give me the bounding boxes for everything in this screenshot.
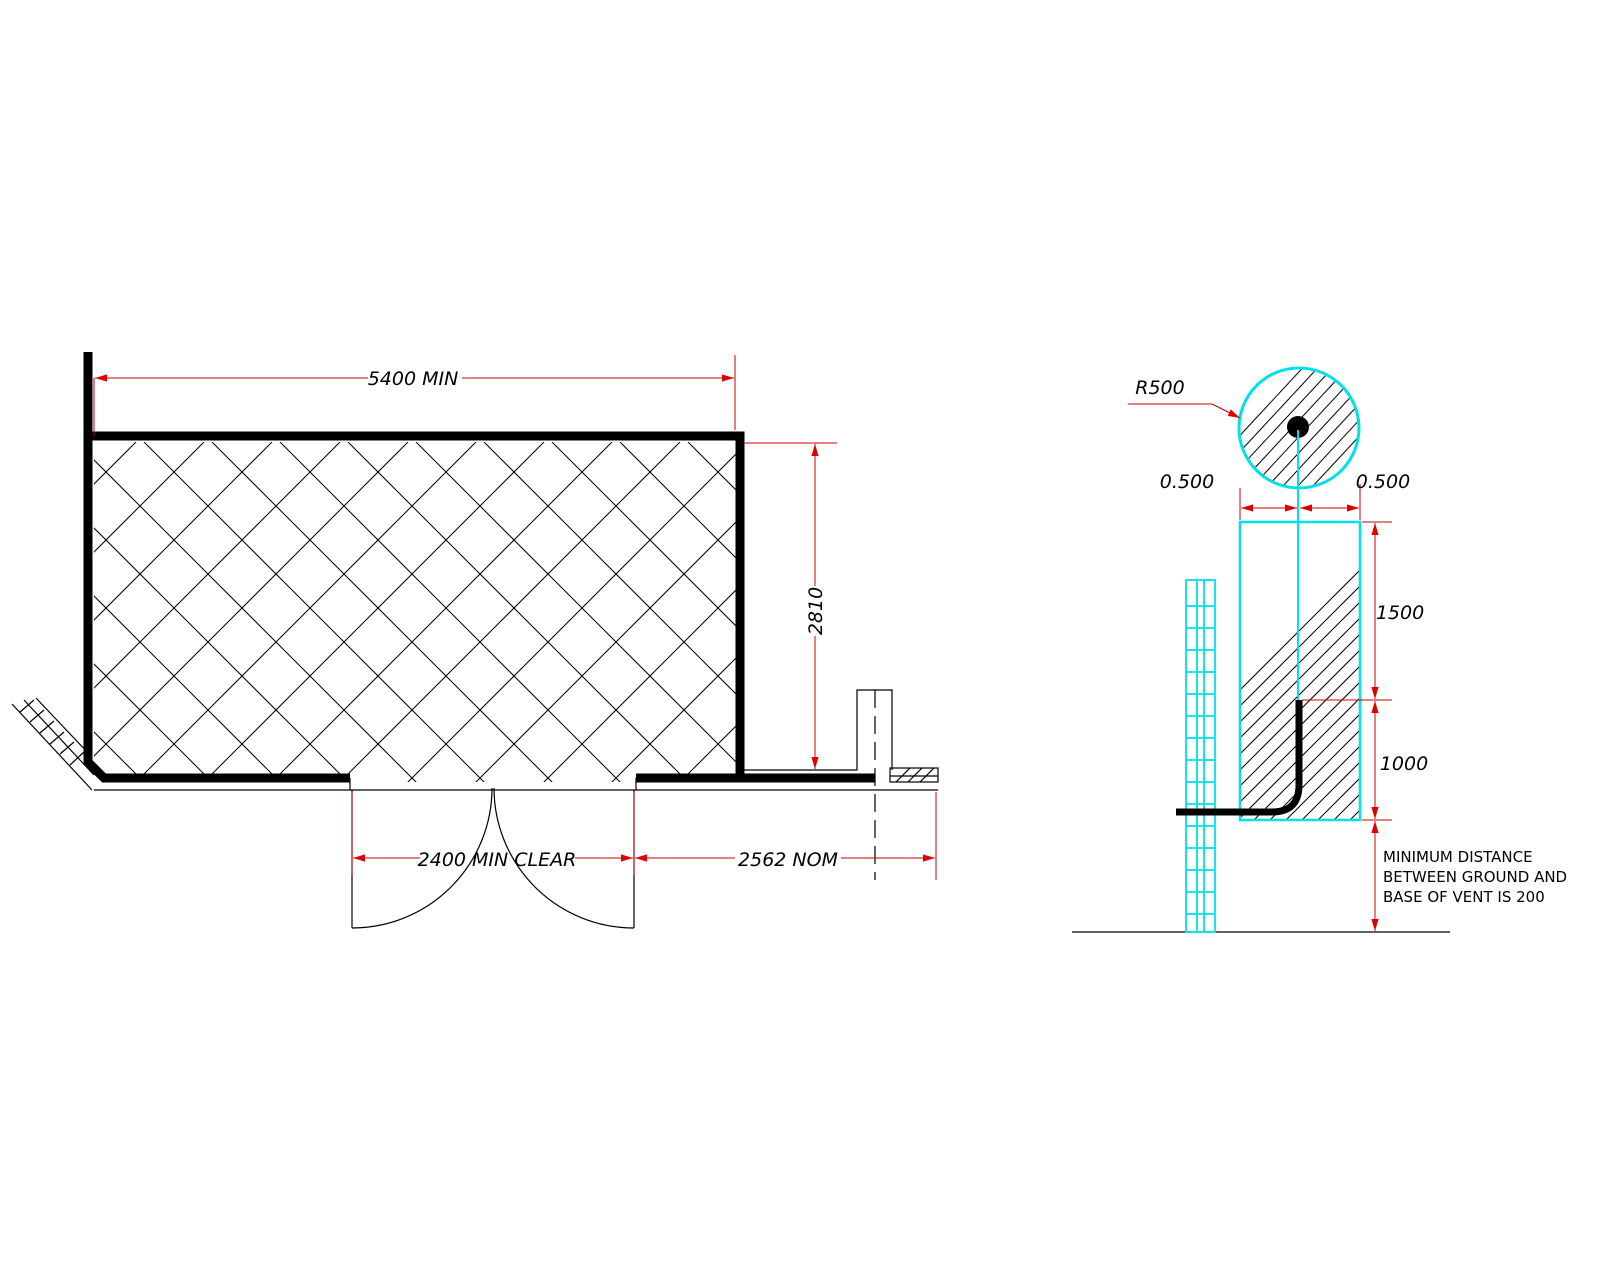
wall-section xyxy=(1185,579,1216,933)
hatch-line xyxy=(1300,442,1600,842)
hatch-line xyxy=(94,442,273,621)
offset-right-label: 0.500 xyxy=(1356,471,1410,493)
offset-left-label: 0.500 xyxy=(1160,471,1214,493)
hatch-line xyxy=(1232,442,1600,842)
hatch-line xyxy=(1318,778,1359,819)
hatch-line xyxy=(1270,730,1359,819)
j-pipe xyxy=(1176,700,1303,816)
hatch-line xyxy=(1286,746,1359,819)
vent-body xyxy=(1238,510,1600,830)
hatch-line xyxy=(1350,810,1359,819)
dim-side-label: 2562 NOM xyxy=(738,849,838,871)
hatch-line xyxy=(94,442,205,553)
hatch-line xyxy=(1368,442,1600,842)
hatch-line xyxy=(94,442,409,757)
hatch-line xyxy=(1164,442,1564,842)
dim-width-label: 5400 MIN xyxy=(368,368,459,390)
hatch-line xyxy=(1164,442,1564,842)
dim-upper-label: 1500 xyxy=(1376,602,1424,624)
hatch-line xyxy=(1239,368,1341,488)
dimension-door: 2400 MIN CLEAR xyxy=(351,792,635,875)
dimension-side: 2562 NOM xyxy=(635,792,937,880)
hatch-line xyxy=(1356,510,1600,830)
hatch-line xyxy=(1420,360,1550,500)
hatch-line xyxy=(1241,634,1359,754)
hatch-line xyxy=(475,520,737,782)
hatch-line xyxy=(0,442,68,842)
radius-label: R500 xyxy=(1135,377,1184,399)
hatch-line xyxy=(94,442,341,689)
hatch-line xyxy=(1404,510,1600,830)
dimension-depth: 2810 xyxy=(744,442,837,769)
hatch-line xyxy=(1334,794,1359,819)
hatch-line xyxy=(0,442,68,842)
hatch-line xyxy=(1241,682,1359,802)
dim-door-label: 2400 MIN CLEAR xyxy=(418,849,577,871)
hatch-line xyxy=(1299,368,1359,488)
hatch-line xyxy=(1241,602,1359,722)
dim-depth-label: 2810 xyxy=(805,587,827,635)
side-ledge xyxy=(744,689,939,880)
hatch-line xyxy=(407,452,737,782)
hatch-line xyxy=(892,442,1292,842)
hatch-line xyxy=(619,442,737,560)
hatch-line xyxy=(1028,442,1428,842)
ground-clearance-note: MINIMUM DISTANCE BETWEEN GROUND AND BASE… xyxy=(1383,848,1567,906)
hatch-line xyxy=(1239,368,1311,488)
enclosure-walls xyxy=(83,352,875,783)
hatch-line xyxy=(611,656,737,782)
dimension-heights: 1500 1000 xyxy=(1302,521,1428,931)
hatch-line xyxy=(1300,442,1600,842)
hatch-line xyxy=(551,442,737,628)
hatch-line xyxy=(1239,368,1326,488)
radius-leader: R500 xyxy=(1128,377,1241,419)
hatch-line xyxy=(1368,442,1600,842)
note-line-2: BETWEEN GROUND AND xyxy=(1383,868,1567,886)
hatch-line xyxy=(1405,360,1535,500)
hatch-line xyxy=(1302,762,1359,819)
hatch-line xyxy=(1241,666,1359,786)
hatch-line xyxy=(824,442,1224,842)
hatch-line xyxy=(1254,368,1359,488)
vent-pipe-dot xyxy=(1287,416,1309,438)
hatch-line xyxy=(1241,698,1359,818)
hatch-line xyxy=(1028,442,1428,842)
dimension-width: 5400 MIN xyxy=(93,355,736,436)
hatch-line xyxy=(1241,650,1359,770)
hatch-line xyxy=(1232,442,1600,842)
hatch-line xyxy=(1420,510,1600,830)
hatch-line xyxy=(1269,368,1359,488)
dimension-offsets: 0.500 0.500 xyxy=(1160,471,1410,520)
hatch-line xyxy=(1372,510,1600,830)
hatch-line xyxy=(892,442,1292,842)
dim-lower-label: 1000 xyxy=(1380,753,1428,775)
outer-wall-line xyxy=(94,778,938,791)
vent-detail: 0.500 0.500 R500 1500 1000 MINIMUM DISTA… xyxy=(1072,360,1600,933)
hatch-line xyxy=(1284,368,1359,488)
note-line-1: MINIMUM DISTANCE xyxy=(1383,848,1533,866)
hatch-line xyxy=(1388,510,1600,830)
hatch-line xyxy=(1241,570,1359,690)
diagonal-wall xyxy=(11,697,95,791)
hatch-line xyxy=(1241,586,1359,706)
hatch-line xyxy=(1435,360,1565,500)
note-line-3: BASE OF VENT IS 200 xyxy=(1383,888,1545,906)
hatch-line xyxy=(824,442,1224,842)
hatch-line xyxy=(543,588,737,782)
plan-view: 5400 MIN 2810 2400 MIN CLEAR 2562 NOM xyxy=(0,352,1600,929)
hatch-line xyxy=(1241,618,1359,738)
